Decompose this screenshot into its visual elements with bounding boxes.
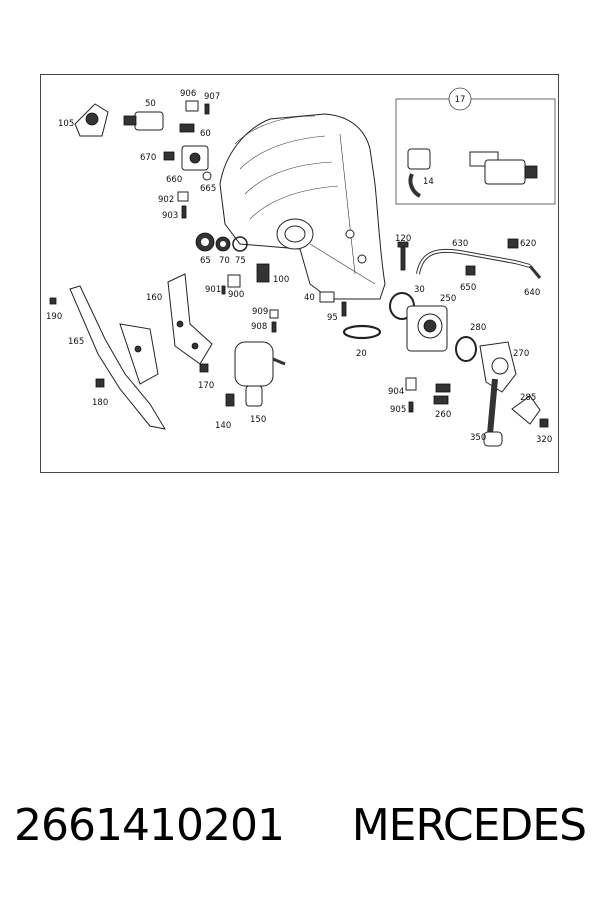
part-903 [181, 205, 187, 219]
label-907: 907 [204, 92, 220, 102]
label-908: 908 [251, 322, 267, 332]
inset-label: 17 [455, 95, 466, 105]
label-60: 60 [200, 129, 211, 139]
label-900: 900 [228, 290, 244, 300]
part-320 [539, 418, 549, 428]
label-280: 280 [470, 323, 486, 333]
part-660 [181, 145, 209, 171]
label-350: 350 [470, 433, 486, 443]
part-650 [465, 265, 476, 276]
label-285: 285 [520, 393, 536, 403]
label-260: 260 [435, 410, 451, 420]
label-190: 190 [46, 312, 62, 322]
label-160: 160 [146, 293, 162, 303]
label-903: 903 [162, 211, 178, 221]
label-120: 120 [395, 234, 411, 244]
part-630 [416, 248, 531, 275]
part-906 [185, 100, 199, 112]
brand-name: MERCEDES [351, 800, 587, 851]
part-908 [271, 321, 277, 333]
part-665 [202, 171, 212, 181]
part-180 [95, 378, 105, 388]
label-660: 660 [166, 175, 182, 185]
part-170 [199, 363, 209, 373]
label-620: 620 [520, 239, 536, 249]
part-670 [163, 151, 175, 161]
label-20: 20 [356, 349, 367, 359]
caption-bar: 2661410201 MERCEDES [0, 800, 600, 870]
part-number: 2661410201 [14, 800, 285, 851]
part-620 [507, 238, 519, 249]
label-180: 180 [92, 398, 108, 408]
part-95 [341, 301, 347, 317]
inset-callout-circle [448, 87, 472, 111]
part-40 [319, 291, 335, 303]
part-285 [511, 395, 541, 425]
label-630: 630 [452, 239, 468, 249]
label-50: 50 [145, 99, 156, 109]
part-900 [227, 274, 241, 288]
part-250 [406, 305, 448, 352]
label-165: 165 [68, 337, 84, 347]
part-60 [179, 123, 195, 133]
part-140 [225, 393, 235, 407]
intake-manifold [219, 113, 386, 300]
inset-hose-assembly [407, 108, 538, 198]
label-170: 170 [198, 381, 214, 391]
label-140: 140 [215, 421, 231, 431]
label-640: 640 [524, 288, 540, 298]
part-901 [221, 285, 226, 295]
part-165 [69, 285, 167, 430]
part-905 [408, 401, 414, 413]
label-902: 902 [158, 195, 174, 205]
label-14: 14 [423, 177, 434, 187]
label-75: 75 [235, 256, 246, 266]
part-907 [204, 103, 210, 115]
part-50 [123, 111, 164, 131]
part-190 [49, 297, 57, 305]
label-665: 665 [200, 184, 216, 194]
part-105 [74, 103, 109, 137]
label-250: 250 [440, 294, 456, 304]
part-75 [232, 236, 248, 252]
part-260 [433, 383, 451, 405]
label-30: 30 [414, 285, 425, 295]
part-280 [455, 336, 477, 362]
label-105: 105 [58, 119, 74, 129]
label-906: 906 [180, 89, 196, 99]
part-270 [479, 341, 517, 393]
label-40: 40 [304, 293, 315, 303]
label-909: 909 [252, 307, 268, 317]
label-905: 905 [390, 405, 406, 415]
part-150 [234, 341, 286, 407]
label-95: 95 [327, 313, 338, 323]
label-70: 70 [219, 256, 230, 266]
part-100 [256, 263, 270, 283]
label-650: 650 [460, 283, 476, 293]
part-350 [483, 378, 503, 447]
part-909 [269, 309, 279, 319]
part-160 [167, 273, 213, 365]
part-20 [342, 324, 382, 340]
part-904 [405, 377, 417, 391]
label-901: 901 [205, 285, 221, 295]
parts-diagram: 17 14 10 105 50 906 907 6 [40, 74, 559, 473]
part-640 [528, 265, 542, 279]
part-70 [215, 236, 231, 252]
label-270: 270 [513, 349, 529, 359]
part-65 [195, 232, 215, 252]
label-320: 320 [536, 435, 552, 445]
part-120 [397, 241, 409, 271]
label-65: 65 [200, 256, 211, 266]
part-902 [177, 191, 189, 202]
diagram-svg: 17 14 10 105 50 906 907 6 [40, 74, 559, 473]
label-670: 670 [140, 153, 156, 163]
label-150: 150 [250, 415, 266, 425]
label-100: 100 [273, 275, 289, 285]
label-904: 904 [388, 387, 404, 397]
